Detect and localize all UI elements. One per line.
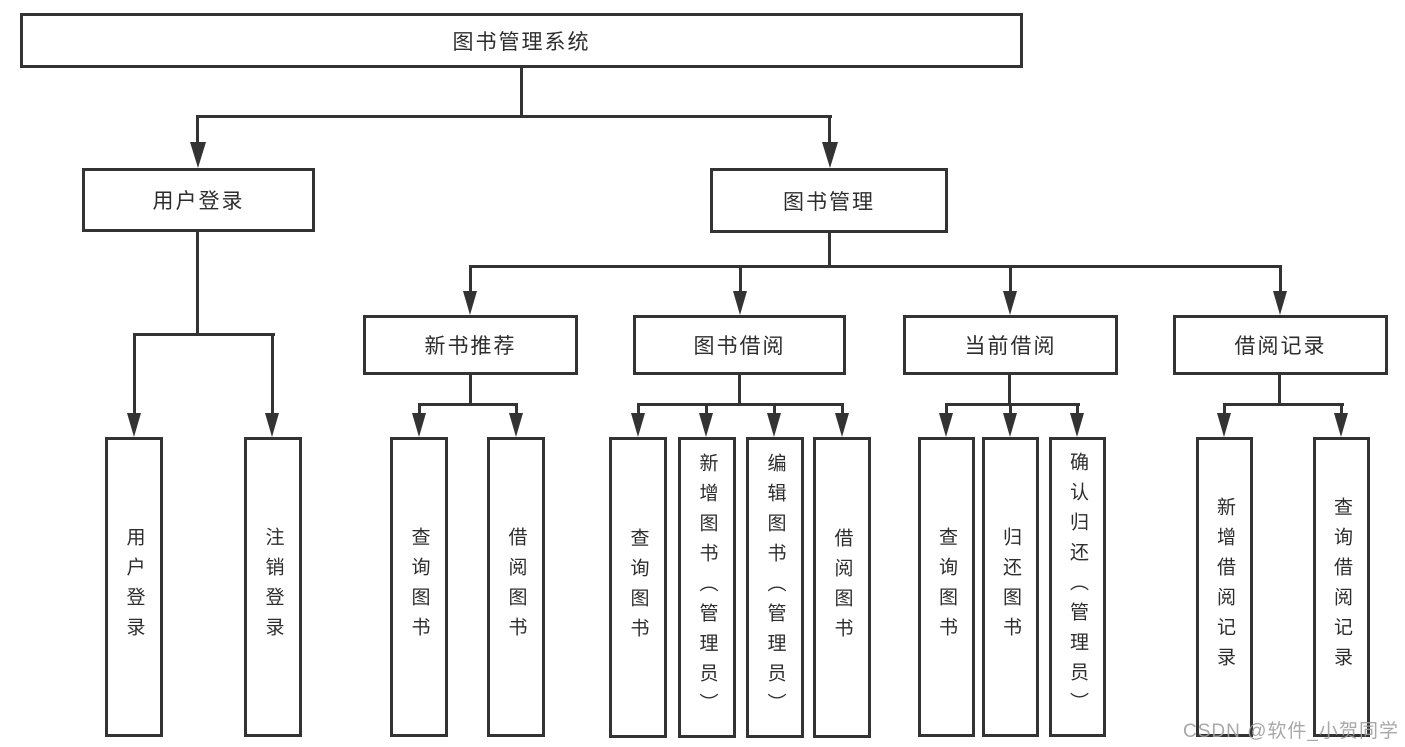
node-cb-return-books: 归还图书 (982, 437, 1039, 737)
arrow-down-icon (1273, 291, 1287, 315)
node-logout-leaf: 注销登录 (244, 437, 302, 737)
watermark: CSDN @软件_小贺同学 (1183, 721, 1399, 742)
node-bb-add-books-admin: 新增图书（管理员） (678, 437, 736, 738)
arrow-down-icon (1070, 413, 1084, 437)
node-library-management-system: 图书管理系统 (20, 13, 1023, 68)
node-label: 查询借阅记录 (1331, 497, 1352, 677)
connector-line (418, 403, 518, 406)
arrow-down-icon (412, 413, 426, 437)
node-cb-confirm-return-admin: 确认归还（管理员） (1049, 437, 1106, 737)
connector-line (1340, 403, 1343, 415)
node-nb-query-books: 查询图书 (390, 437, 448, 737)
arrow-down-icon (190, 142, 206, 168)
connector-line (1009, 265, 1012, 293)
arrow-down-icon (835, 413, 849, 437)
connector-line (271, 333, 274, 415)
node-nb-borrow-books: 借阅图书 (487, 437, 545, 737)
connector-line (738, 375, 741, 406)
node-label: 用户登录 (123, 527, 145, 647)
node-label: 当前借阅 (964, 335, 1057, 358)
node-label: 查询图书 (936, 527, 957, 647)
connector-line (773, 403, 776, 415)
connector-line (469, 265, 472, 293)
node-book-management: 图书管理 (710, 168, 948, 233)
connector-line (418, 403, 421, 415)
node-user-login: 用户登录 (82, 168, 315, 232)
node-cb-query-books: 查询图书 (918, 437, 975, 737)
node-label: 确认归还（管理员） (1067, 452, 1088, 722)
node-label: 图书管理 (783, 190, 875, 214)
connector-line (705, 403, 708, 415)
node-label: 图书管理系统 (452, 30, 591, 54)
connector-line (196, 115, 199, 145)
arrow-down-icon (463, 291, 477, 315)
connector-line (196, 232, 199, 336)
arrow-down-icon (509, 413, 523, 437)
arrow-down-icon (939, 413, 953, 437)
node-label: 借阅记录 (1234, 335, 1327, 358)
arrow-down-icon (631, 413, 645, 437)
node-label: 新增图书（管理员） (696, 452, 718, 723)
node-label: 查询图书 (627, 527, 649, 648)
connector-line (1008, 375, 1011, 406)
connector-line (1278, 375, 1281, 406)
connector-line (133, 333, 275, 336)
node-br-add-record: 新增借阅记录 (1196, 437, 1253, 737)
node-borrow-records: 借阅记录 (1173, 315, 1388, 375)
node-label: 编辑图书（管理员） (764, 452, 786, 723)
connector-line (515, 403, 518, 415)
node-new-book-recommend: 新书推荐 (363, 315, 578, 375)
node-book-borrow: 图书借阅 (633, 315, 846, 375)
node-label: 归还图书 (1000, 527, 1021, 647)
connector-line (1223, 403, 1344, 406)
connector-line (945, 403, 948, 415)
arrow-down-icon (699, 413, 713, 437)
node-bb-borrow-books: 借阅图书 (813, 437, 871, 738)
arrow-down-icon (1003, 291, 1017, 315)
node-label: 查询图书 (408, 527, 430, 647)
connector-line (828, 115, 831, 145)
node-label: 注销登录 (262, 527, 284, 647)
connector-line (133, 333, 136, 415)
node-label: 图书借阅 (693, 335, 786, 358)
arrow-down-icon (127, 413, 141, 437)
arrow-down-icon (733, 291, 747, 315)
arrow-down-icon (1217, 413, 1231, 437)
connector-line (469, 265, 1282, 268)
arrow-down-icon (1334, 413, 1348, 437)
connector-line (469, 375, 472, 406)
node-bb-query-books: 查询图书 (609, 437, 667, 738)
connector-line (637, 403, 640, 415)
node-current-borrow: 当前借阅 (903, 315, 1118, 375)
connector-line (520, 68, 523, 118)
connector-line (841, 403, 844, 415)
connector-line (1076, 403, 1079, 415)
node-br-query-record: 查询借阅记录 (1313, 437, 1370, 737)
arrow-down-icon (1003, 413, 1017, 437)
connector-line (1279, 265, 1282, 293)
node-label: 借阅图书 (505, 527, 527, 647)
arrow-down-icon (265, 413, 279, 437)
connector-line (196, 115, 832, 118)
node-label: 新增借阅记录 (1214, 497, 1235, 677)
connector-line (1009, 403, 1012, 415)
connector-line (739, 265, 742, 293)
connector-line (828, 233, 831, 268)
node-label: 用户登录 (152, 190, 245, 213)
connector-line (1223, 403, 1226, 415)
connector-line (637, 403, 844, 406)
arrow-down-icon (767, 413, 781, 437)
node-user-login-leaf: 用户登录 (105, 437, 163, 737)
node-bb-edit-books-admin: 编辑图书（管理员） (746, 437, 804, 738)
node-label: 借阅图书 (831, 527, 853, 648)
arrow-down-icon (822, 142, 838, 168)
connector-line (945, 403, 1080, 406)
node-label: 新书推荐 (424, 335, 517, 358)
